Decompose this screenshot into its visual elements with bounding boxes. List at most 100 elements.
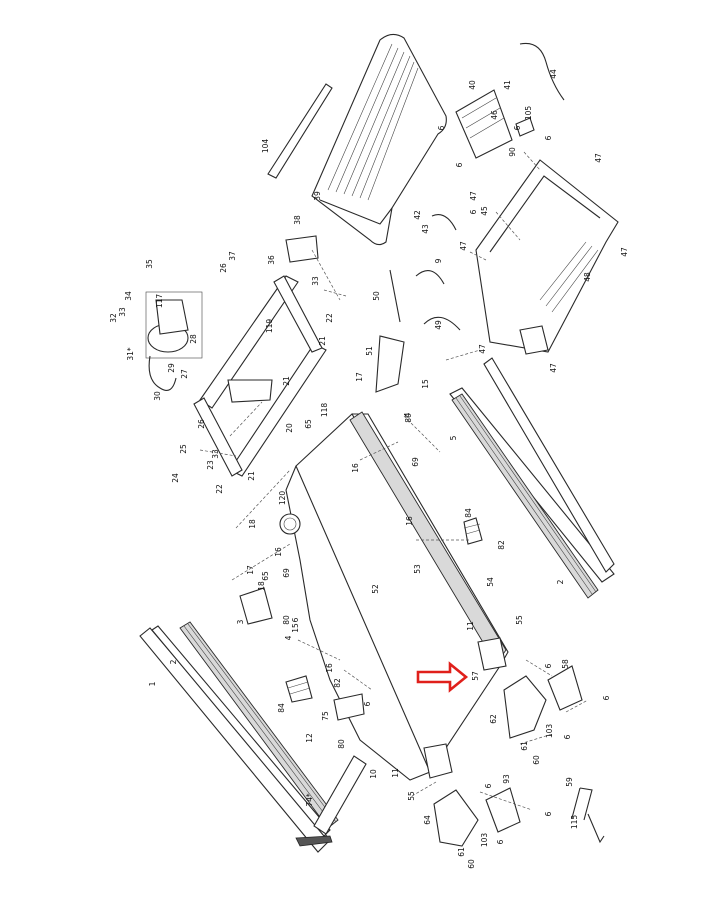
part-callout-55: 55 [407, 791, 416, 801]
part-callout-80: 80 [337, 739, 346, 749]
part-callout-117: 117 [155, 294, 164, 309]
part-callout-75: 75 [321, 711, 330, 721]
part-callout-118: 118 [320, 403, 329, 418]
part-callout-60: 60 [532, 755, 541, 765]
part-callout-11: 11 [466, 621, 475, 631]
motor-hood [267, 33, 447, 246]
part-callout-47: 47 [549, 363, 558, 373]
controller-board [455, 42, 565, 159]
part-callout-15: 15 [291, 623, 300, 633]
part-callout-119: 119 [265, 319, 274, 334]
part-callout-58: 58 [561, 659, 570, 669]
part-callout-3: 3 [236, 619, 245, 624]
part-callout-82: 82 [333, 678, 342, 688]
part-callout-40: 40 [468, 80, 477, 90]
part-callout-6: 6 [363, 701, 372, 706]
part-callout-74*: 74* [305, 793, 314, 807]
left-side-rail [139, 621, 339, 853]
part-callout-26: 26 [197, 419, 206, 429]
part-callout-31*: 31* [126, 347, 135, 361]
part-callout-22: 22 [325, 313, 334, 323]
part-callout-84: 84 [464, 508, 473, 518]
part-callout-6: 6 [496, 839, 505, 844]
part-callout-49: 49 [434, 320, 443, 330]
base-frame [193, 235, 327, 477]
part-callout-103: 103 [545, 724, 554, 739]
part-callout-59: 59 [565, 777, 574, 787]
part-callout-10: 10 [369, 769, 378, 779]
part-callout-57: 57 [471, 671, 480, 681]
part-callout-82: 82 [497, 540, 506, 550]
part-callout-48: 48 [583, 272, 592, 282]
part-callout-4: 4 [284, 635, 293, 640]
part-callout-54: 54 [486, 577, 495, 587]
part-callout-53: 53 [413, 564, 422, 574]
part-callout-93: 93 [502, 774, 511, 784]
part-callout-33: 33 [311, 276, 320, 286]
part-callout-17: 17 [246, 565, 255, 575]
part-callout-18: 18 [257, 581, 266, 591]
part-callout-6: 6 [291, 617, 300, 622]
part-callout-42: 42 [413, 210, 422, 220]
part-callout-29: 29 [167, 363, 176, 373]
part-callout-6: 6 [455, 162, 464, 167]
part-callout-33: 33 [211, 449, 220, 459]
part-callout-21: 21 [282, 376, 291, 386]
hardware-clips [571, 787, 605, 844]
part-callout-20: 20 [285, 423, 294, 433]
part-callout-6: 6 [544, 811, 553, 816]
rear-feet [433, 665, 583, 847]
part-callout-9: 9 [434, 258, 443, 263]
part-callout-115: 115 [570, 815, 579, 830]
part-callout-61: 61 [457, 847, 466, 857]
part-callout-65: 65 [261, 571, 270, 581]
part-callout-62: 62 [489, 714, 498, 724]
part-callout-23: 23 [206, 460, 215, 470]
part-callout-69: 69 [411, 457, 420, 467]
part-callout-6: 6 [544, 135, 553, 140]
part-callout-80: 80 [404, 413, 413, 423]
part-callout-6: 6 [437, 125, 446, 130]
part-callout-28: 28 [189, 334, 198, 344]
part-callout-16: 16 [351, 463, 360, 473]
motor [145, 291, 203, 391]
part-callout-47: 47 [620, 247, 629, 257]
part-callout-17: 17 [355, 372, 364, 382]
part-callout-16: 16 [274, 547, 283, 557]
part-callout-15: 15 [421, 379, 430, 389]
leader-lines [199, 151, 589, 811]
part-callout-32: 32 [109, 313, 118, 323]
part-callout-30: 30 [153, 391, 162, 401]
part-callout-41: 41 [503, 80, 512, 90]
part-callout-47: 47 [594, 153, 603, 163]
red-arrow-indicator [416, 661, 469, 693]
part-callout-6: 6 [563, 734, 572, 739]
part-callout-38: 38 [293, 215, 302, 225]
part-callout-51: 51 [365, 346, 374, 356]
part-callout-2: 2 [169, 659, 178, 664]
right-side-rail [449, 357, 615, 599]
rollers [239, 517, 483, 703]
part-callout-45: 45 [480, 206, 489, 216]
part-callout-103: 103 [480, 833, 489, 848]
part-callout-80: 80 [282, 615, 291, 625]
part-callout-6: 6 [602, 695, 611, 700]
part-callout-6: 6 [469, 209, 478, 214]
part-callout-26: 26 [219, 263, 228, 273]
part-callout-61: 61 [520, 741, 529, 751]
part-callout-21: 21 [247, 471, 256, 481]
part-callout-69: 69 [282, 568, 291, 578]
part-callout-84: 84 [277, 703, 286, 713]
part-callout-47: 47 [459, 241, 468, 251]
part-callout-16: 16 [325, 663, 334, 673]
part-callout-6: 6 [484, 783, 493, 788]
deck [279, 411, 509, 781]
part-callout-22: 22 [215, 484, 224, 494]
part-callout-27: 27 [180, 369, 189, 379]
part-callout-120: 120 [278, 491, 287, 506]
part-callout-11: 11 [391, 768, 400, 778]
part-callout-34: 34 [124, 291, 133, 301]
wires [389, 214, 461, 331]
